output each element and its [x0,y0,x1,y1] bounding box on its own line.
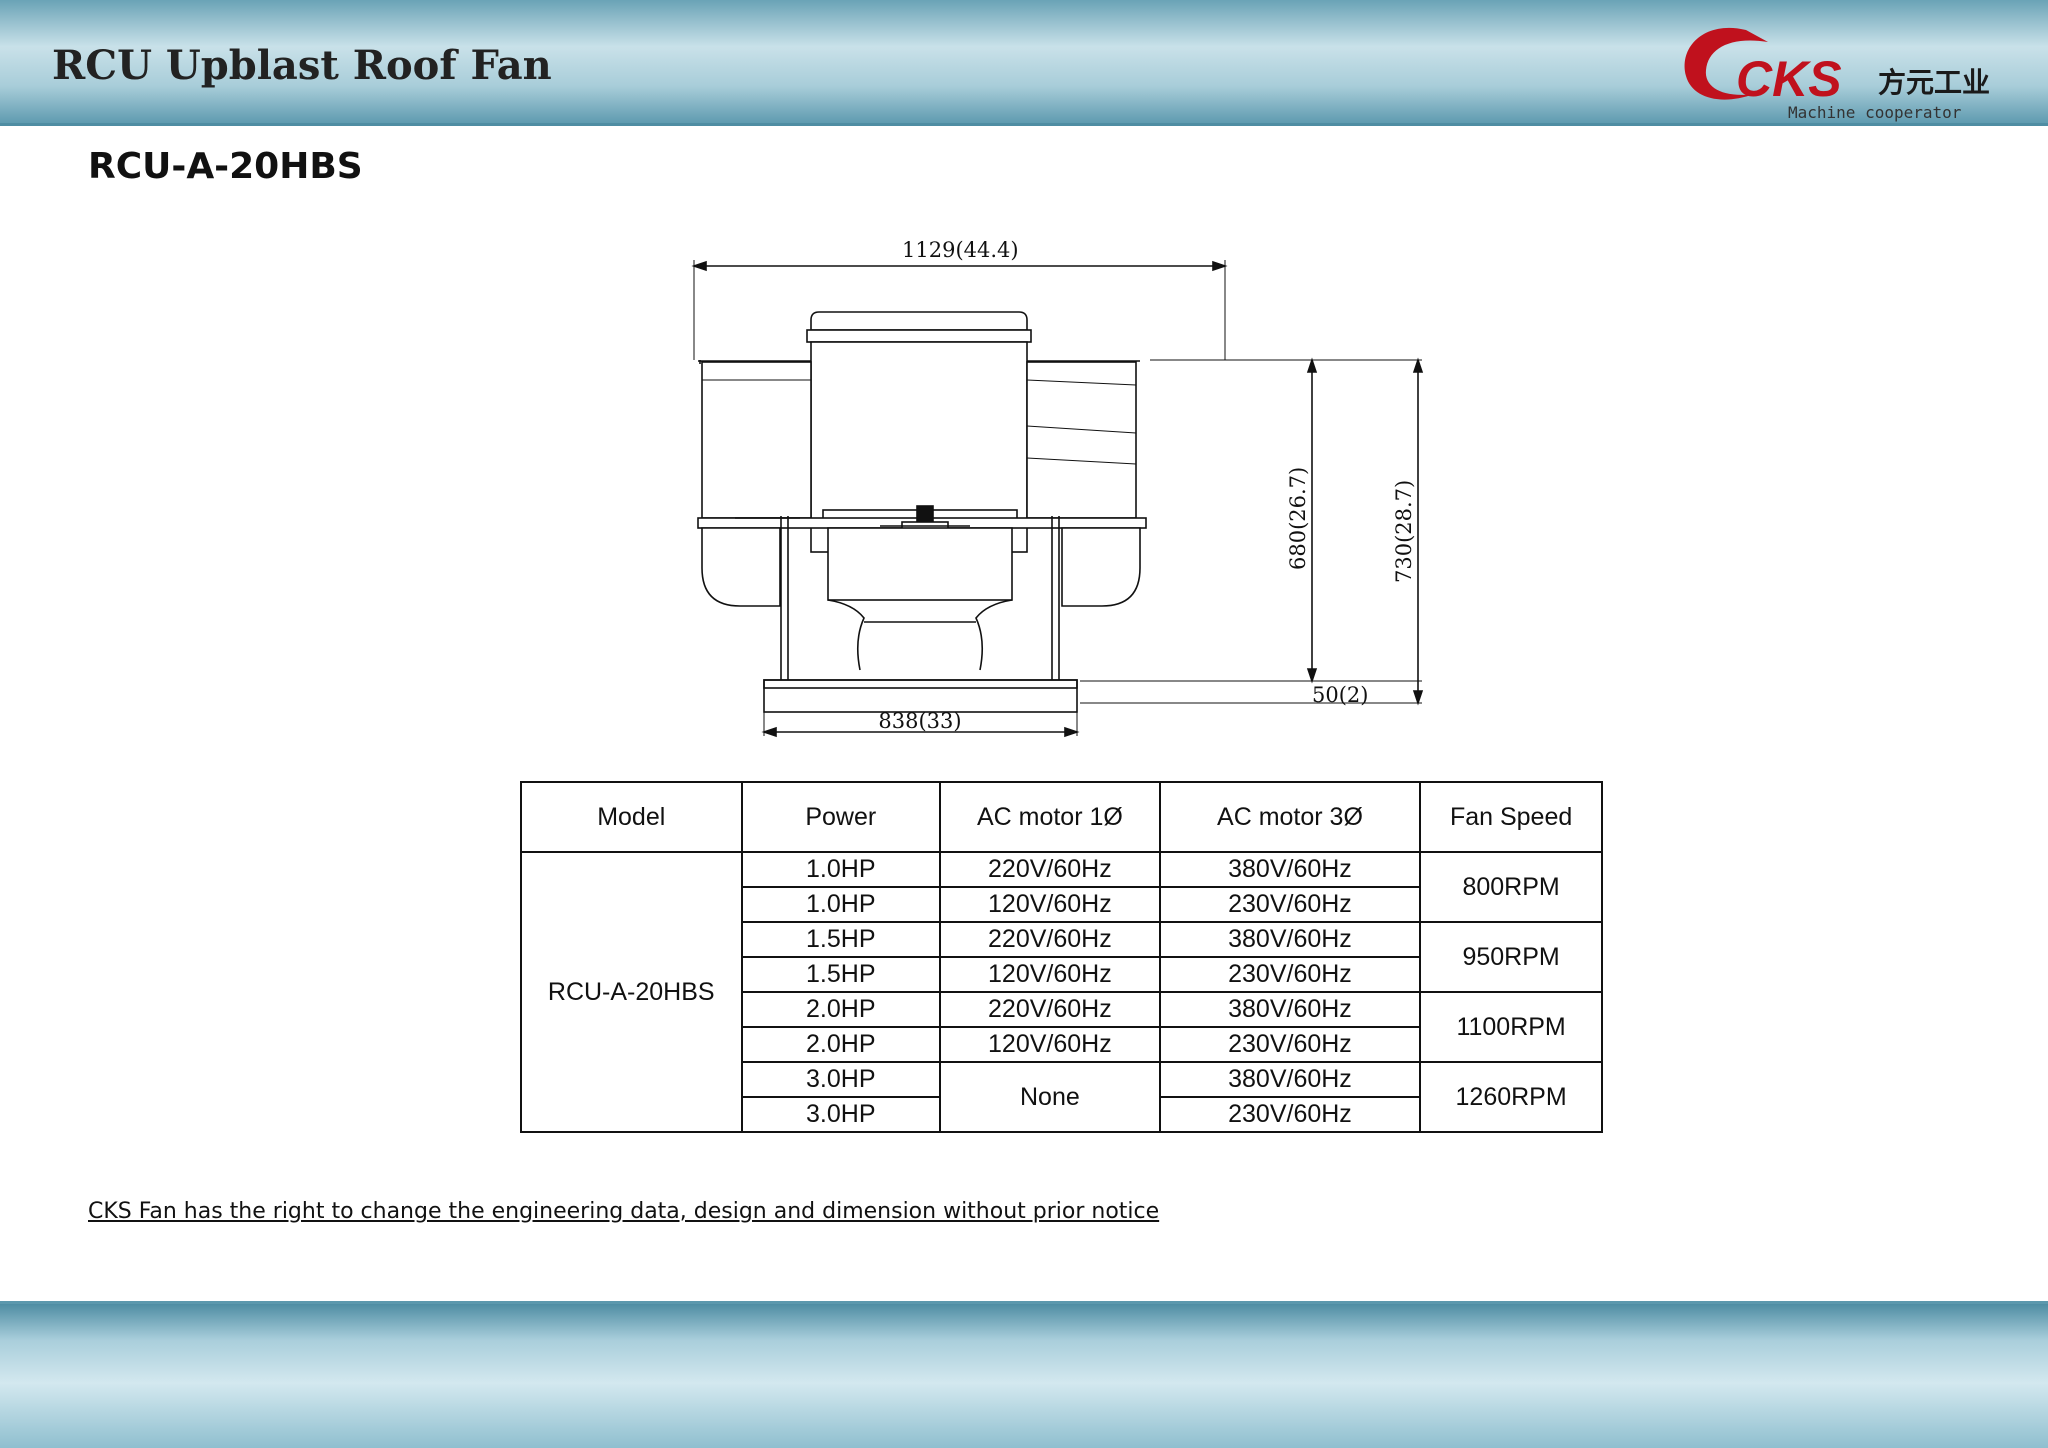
fan-speed-cell: 950RPM [1419,921,1603,993]
logo-c-swoosh [1684,27,1768,100]
model-title: RCU-A-20HBS [88,146,363,187]
dim-height-730: 730(28.7) [1392,480,1416,583]
ac-motor-3ph-cell: 380V/60Hz [1158,1061,1422,1098]
ac-motor-3ph-cell: 230V/60Hz [1158,886,1422,923]
spec-table: Model Power AC motor 1Ø AC motor 3Ø Fan … [520,781,1603,1133]
table-row: 1.5HP 120V/60Hz 230V/60Hz [521,956,1602,993]
table-row: RCU-A-20HBS 1.0HP 220V/60Hz 380V/60Hz 80… [520,851,1603,1133]
power-cell: 1.0HP [740,851,942,888]
table-row: 3.0HP None 380V/60Hz 1260RPM [521,1061,1603,1133]
fan-speed-cell: 800RPM [1419,851,1603,923]
table-row: 3.0HP 230V/60Hz [521,1096,1602,1133]
table-header-row: Model Power AC motor 1Ø AC motor 3Ø Fan … [520,781,1603,853]
dim-overall-width: 1129(44.4) [902,238,1019,262]
ac-motor-3ph-cell: 230V/60Hz [1158,1096,1422,1133]
power-cell: 3.0HP [740,1061,942,1098]
disclaimer-text: CKS Fan has the right to change the engi… [88,1199,1160,1224]
fan-dimension-drawing: 1129(44.4) [680,230,1440,750]
model-cell: RCU-A-20HBS [520,851,743,1133]
ac-motor-1ph-cell: 120V/60Hz [939,886,1161,923]
ac-motor-1ph-cell: None [939,1061,1161,1133]
page-title: RCU Upblast Roof Fan [52,42,552,89]
footer-band [0,1301,2048,1448]
power-cell: 1.5HP [740,921,942,958]
fan-speed-cell: 1100RPM [1419,991,1603,1063]
ac-motor-1ph-cell: 120V/60Hz [939,1026,1161,1063]
power-cell: 1.0HP [740,886,942,923]
dim-height-680: 680(26.7) [1286,467,1310,570]
ac-motor-3ph-cell: 380V/60Hz [1158,921,1422,958]
column-header: AC motor 1Ø [939,781,1161,853]
dim-curb-height: 50(2) [1312,683,1368,707]
ac-motor-1ph-cell: 220V/60Hz [939,851,1161,888]
ac-motor-1ph-cell: 220V/60Hz [939,991,1161,1028]
column-header: AC motor 3Ø [1158,781,1422,853]
column-header: Model [520,781,743,853]
ac-motor-3ph-cell: 230V/60Hz [1158,956,1422,993]
ac-motor-3ph-cell: 230V/60Hz [1158,1026,1422,1063]
table-row: 1.0HP 120V/60Hz 230V/60Hz [521,886,1602,923]
ac-motor-3ph-cell: 380V/60Hz [1158,851,1422,888]
power-cell: 3.0HP [740,1096,942,1133]
logo-tagline: Machine cooperator [1788,103,1962,122]
column-header: Power [740,781,942,853]
column-header: Fan Speed [1419,781,1603,853]
dim-base-width: 838(33) [878,709,961,733]
ac-motor-1ph-cell: 220V/60Hz [939,921,1161,958]
table-row: 2.0HP 120V/60Hz 230V/60Hz [521,1026,1602,1063]
logo-chinese-text: 方元工业 [1878,66,1990,99]
table-row: 1.5HP 220V/60Hz 380V/60Hz 950RPM [521,921,1603,993]
fan-speed-cell: 1260RPM [1419,1061,1603,1133]
power-cell: 1.5HP [740,956,942,993]
ac-motor-3ph-cell: 380V/60Hz [1158,991,1422,1028]
company-logo: CKS 方元工业 Machine cooperator [1676,18,2006,124]
logo-mark-text: CKS [1736,51,1842,107]
power-cell: 2.0HP [740,1026,942,1063]
power-cell: 2.0HP [740,991,942,1028]
ac-motor-1ph-cell: 120V/60Hz [939,956,1161,993]
table-row: 2.0HP 220V/60Hz 380V/60Hz 1100RPM [521,991,1603,1063]
